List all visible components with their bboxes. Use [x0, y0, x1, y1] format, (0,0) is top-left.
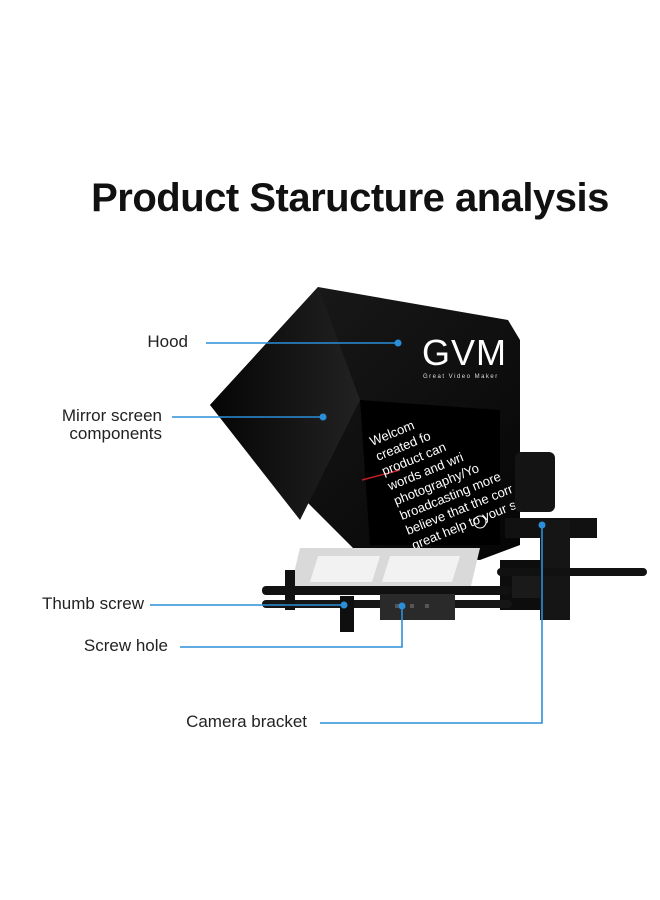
mirror-screen-label-line2: components [69, 424, 162, 443]
camera-bracket-label: Camera bracket [186, 712, 307, 731]
callout-hood: Hood [147, 332, 402, 351]
mirror-screen: Welcom created fo product can words and … [360, 400, 519, 553]
callout-thumb-screw: Thumb screw [42, 594, 348, 613]
gvm-logo: GVM [422, 332, 507, 373]
screw-hole-label: Screw hole [84, 636, 168, 655]
callout-mirror-screen: Mirror screen components [62, 406, 327, 443]
page-title: Product Staructure analysis [91, 176, 609, 220]
mirror-screen-label-line1: Mirror screen [62, 406, 162, 425]
camera-bracket-shape [497, 452, 647, 620]
callout-camera-bracket: Camera bracket [186, 521, 546, 731]
callout-screw-hole: Screw hole [84, 602, 406, 655]
base-plate-shape [262, 548, 512, 632]
gvm-tagline: Great Video Maker [423, 374, 499, 380]
thumb-screw-label: Thumb screw [42, 594, 145, 613]
hood-label: Hood [147, 332, 188, 351]
